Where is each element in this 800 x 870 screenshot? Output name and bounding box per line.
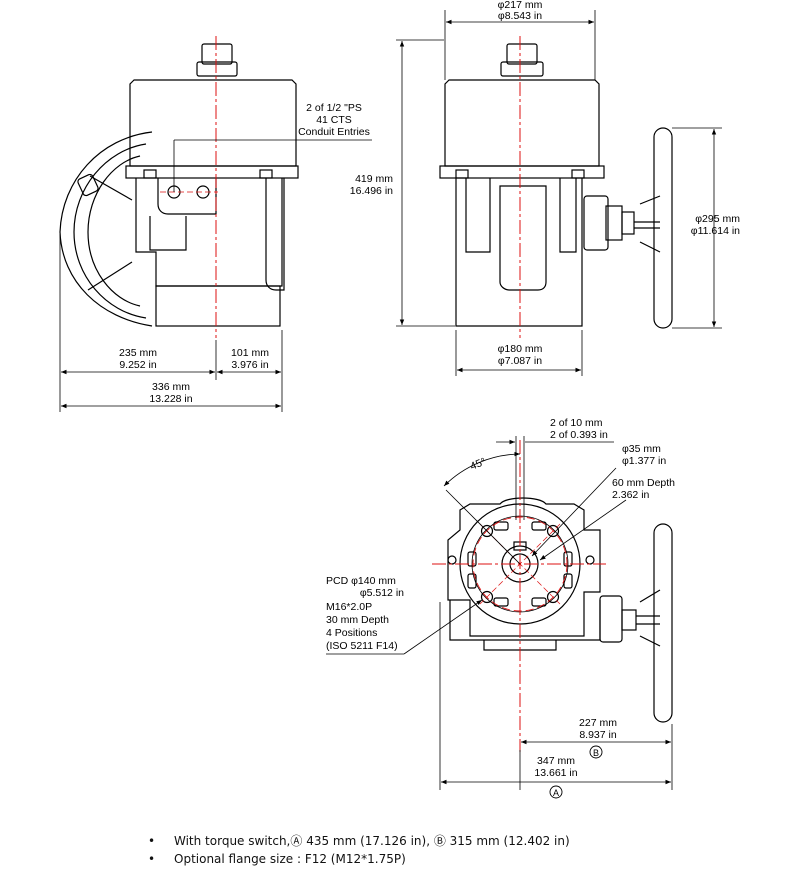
conduit-label-2: 41 CTS bbox=[316, 114, 352, 126]
bottom-view bbox=[447, 497, 673, 723]
dim-b-marker-letter: B bbox=[593, 748, 599, 758]
pcd-label-6: (ISO 5211 F14) bbox=[326, 640, 398, 652]
total-width-in: 13.228 in bbox=[149, 393, 192, 405]
pcd-label-5: 4 Positions bbox=[326, 627, 377, 639]
key-width-mm: 2 of 10 mm bbox=[550, 417, 603, 429]
note-optional-flange: Optional flange size : F12 (M12*1.75P) bbox=[148, 850, 570, 868]
dim-b-mm: 227 mm bbox=[579, 717, 617, 729]
left-width-a-in: 9.252 in bbox=[119, 359, 157, 371]
dim-a-mm: 347 mm bbox=[537, 755, 575, 767]
angle-label: 45° bbox=[469, 456, 488, 473]
notes-list: With torque switch,Ⓐ 435 mm (17.126 in),… bbox=[148, 832, 570, 868]
left-width-b-in: 3.976 in bbox=[231, 359, 269, 371]
side-view-left bbox=[59, 43, 299, 327]
left-width-a-mm: 235 mm bbox=[119, 347, 157, 359]
base-diameter-in: φ7.087 in bbox=[498, 355, 542, 367]
note-torque-switch: With torque switch,Ⓐ 435 mm (17.126 in),… bbox=[148, 832, 570, 850]
dim-b-marker bbox=[589, 745, 603, 759]
top-diameter-in: φ8.543 in bbox=[498, 10, 542, 22]
base-diameter-mm: φ180 mm bbox=[498, 343, 543, 355]
bore-diameter-mm: φ35 mm bbox=[622, 443, 661, 455]
pcd-label-4: 30 mm Depth bbox=[326, 614, 389, 626]
top-diameter-mm: φ217 mm bbox=[498, 0, 543, 11]
pcd-label-2: φ5.512 in bbox=[360, 587, 404, 599]
conduit-label-3: Conduit Entries bbox=[298, 126, 370, 138]
dim-a-marker-letter: A bbox=[553, 788, 559, 798]
dim-b-in: 8.937 in bbox=[579, 729, 617, 741]
left-width-b-mm: 101 mm bbox=[231, 347, 269, 359]
pcd-label-1: PCD φ140 mm bbox=[326, 575, 396, 587]
side-view-right bbox=[439, 43, 673, 329]
actuator-dimension-drawing: φ217 mm φ8.543 in 419 mm 16.496 in φ295 … bbox=[59, 0, 740, 799]
wheel-diameter-mm: φ295 mm bbox=[695, 213, 740, 225]
bore-diameter-in: φ1.377 in bbox=[622, 455, 666, 467]
wheel-diameter-in: φ11.614 in bbox=[691, 225, 740, 237]
bore-depth-in: 2.362 in bbox=[612, 489, 650, 501]
dimension-lines bbox=[59, 10, 722, 790]
pcd-label-3: M16*2.0P bbox=[326, 601, 372, 613]
dim-a-marker bbox=[549, 785, 563, 799]
height-mm: 419 mm bbox=[355, 173, 393, 185]
key-width-in: 2 of 0.393 in bbox=[550, 429, 608, 441]
conduit-label-1: 2 of 1/2 "PS bbox=[306, 102, 362, 114]
bore-depth-mm: 60 mm Depth bbox=[612, 477, 675, 489]
height-in: 16.496 in bbox=[350, 185, 393, 197]
total-width-mm: 336 mm bbox=[152, 381, 190, 393]
dim-a-in: 13.661 in bbox=[534, 767, 577, 779]
